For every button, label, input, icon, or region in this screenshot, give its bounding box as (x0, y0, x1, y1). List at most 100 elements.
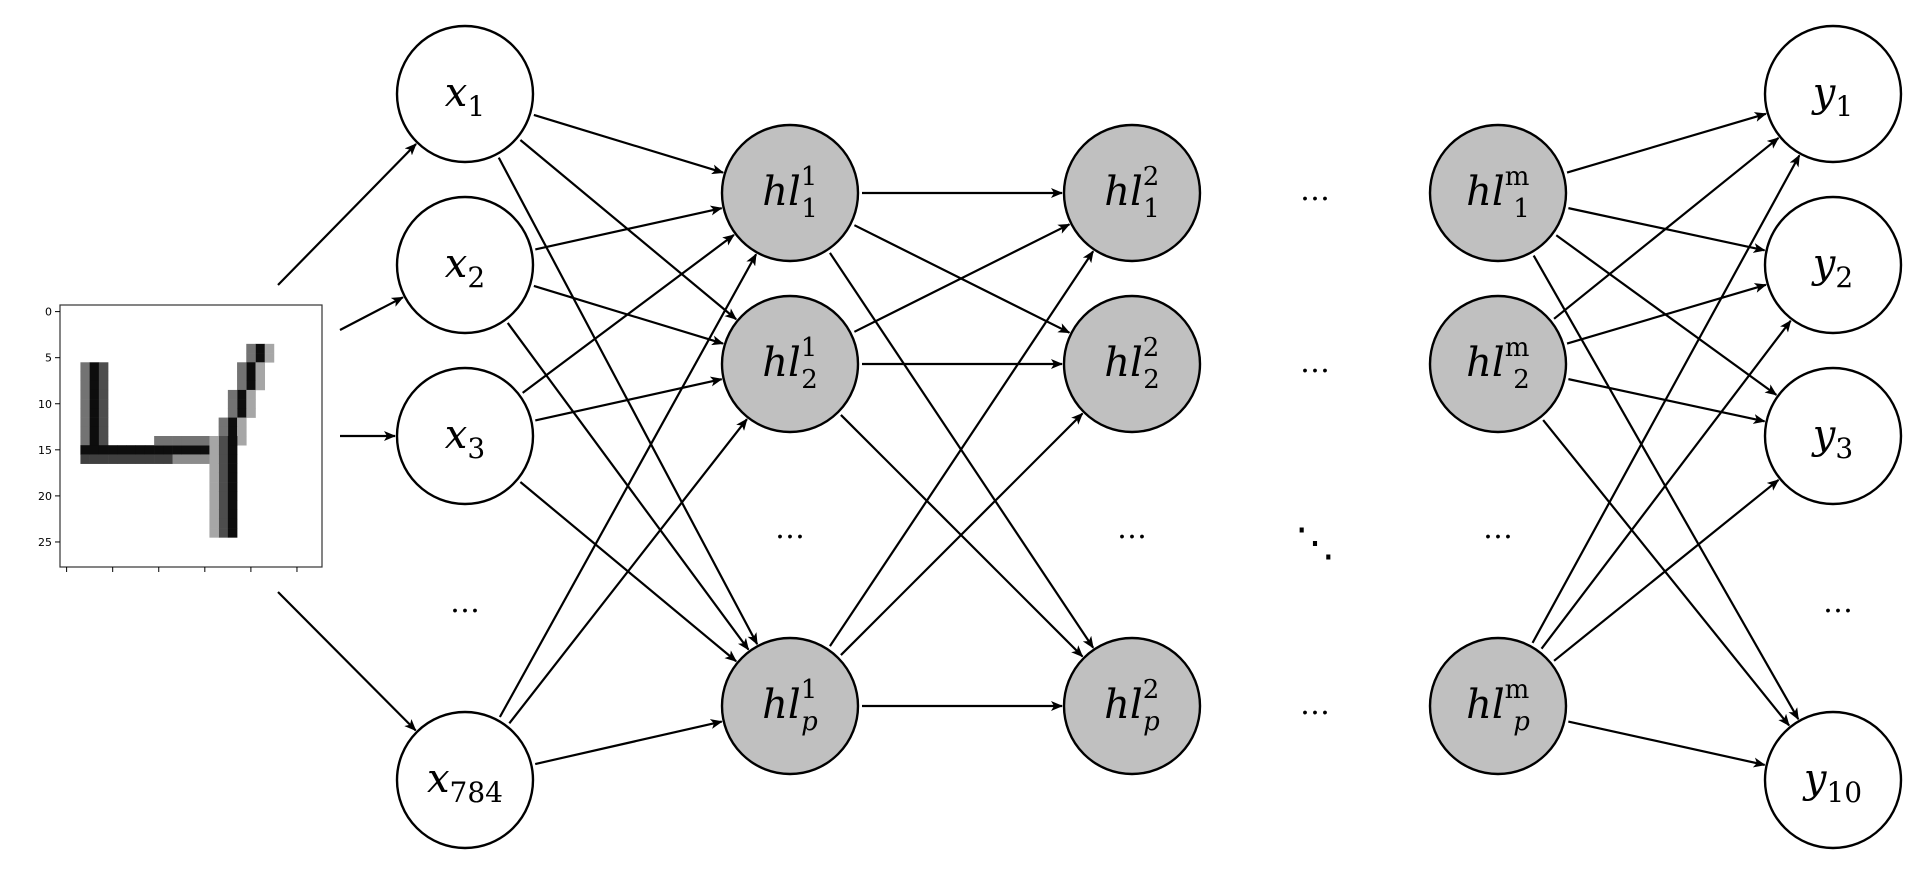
pixel (98, 371, 109, 382)
hiddenm-node-circle (1428, 123, 1568, 263)
pixel (154, 445, 164, 455)
pixel (227, 518, 238, 529)
hidden2-node-circle (1062, 123, 1202, 263)
pixel (89, 362, 100, 372)
layer-ellipsis-row-p: … (1300, 687, 1330, 722)
pixel (89, 380, 100, 391)
output-node-circle (1763, 24, 1903, 164)
pixel (98, 417, 109, 428)
edge-input-node-4-to-hidden1-node-2 (508, 418, 748, 724)
output-node-3: y3 (1763, 366, 1903, 506)
pixel (172, 445, 183, 455)
edge-hiddenm-node-3-to-output-node-3 (1553, 479, 1780, 662)
pixel (209, 491, 219, 501)
y-tick-label: 10 (38, 398, 52, 411)
edge-hiddenm-node-1-to-output-node-4 (1532, 254, 1800, 721)
pixel (98, 380, 109, 391)
edge-input-node-3-to-hidden1-node-2 (535, 376, 723, 422)
pixel (154, 436, 164, 446)
ellipsis-markers: … … … … … … … … ⋱ (450, 173, 1853, 722)
hidden1-node-circle (720, 636, 860, 776)
output-node-2: y2 (1763, 195, 1903, 335)
pixel (218, 426, 229, 437)
edge-hiddenm-node-1-to-output-node-1 (1566, 112, 1767, 174)
output-node-circle (1763, 195, 1903, 335)
hiddenm-ellipsis: … (1483, 511, 1513, 546)
pixel (154, 454, 164, 464)
hiddenm-node-circle (1428, 294, 1568, 434)
input-node-1: x1 (395, 24, 535, 164)
pixel (98, 399, 109, 409)
pixel (89, 408, 100, 418)
pixel (218, 500, 229, 511)
output-node-4: y10 (1763, 710, 1903, 850)
pixel (218, 509, 229, 520)
pixel (89, 399, 100, 409)
pixel (237, 380, 247, 391)
pixel (209, 518, 219, 529)
output-node-circle (1763, 710, 1903, 850)
pixel (227, 491, 238, 501)
edge-input-node-4-to-hidden1-node-1 (498, 253, 758, 718)
pixel (108, 445, 118, 455)
pixel (80, 436, 90, 446)
pixel (144, 454, 155, 464)
pixel (135, 445, 146, 455)
layer-ellipsis-row-1: … (1300, 173, 1330, 208)
pixel (255, 380, 266, 391)
pixel (227, 408, 238, 418)
edge-hiddenm-node-2-to-output-node-1 (1553, 137, 1780, 320)
edge-hiddenm-node-2-to-output-node-2 (1566, 283, 1767, 345)
edge-hiddenm-node-3-to-output-node-2 (1540, 319, 1792, 650)
edge-image-to-input-4 (277, 591, 417, 732)
pixel (200, 454, 210, 464)
input-node-3: x3 (395, 366, 535, 506)
pixel (227, 500, 238, 511)
pixel (89, 426, 100, 437)
pixel (144, 445, 155, 455)
pixel (218, 445, 229, 455)
pixel (255, 362, 266, 372)
pixel (209, 509, 219, 520)
output-node-1: y1 (1763, 24, 1903, 164)
pixel (80, 454, 90, 464)
pixel (80, 426, 90, 437)
pixel (98, 408, 109, 418)
y-tick-label: 20 (38, 490, 52, 503)
pixel (209, 445, 219, 455)
pixel (218, 518, 229, 529)
pixel (80, 371, 90, 382)
layer-ellipsis-row-2: … (1300, 345, 1330, 380)
pixel (237, 408, 247, 418)
pixel (246, 389, 256, 400)
pixel (117, 445, 127, 455)
edge-hiddenm-node-3-to-output-node-1 (1531, 154, 1801, 644)
pixel (126, 454, 137, 464)
output-node-label: y1 (1811, 70, 1853, 123)
pixel (237, 417, 247, 428)
input-node-label: x784 (427, 756, 503, 809)
pixel (209, 500, 219, 511)
pixel (209, 482, 219, 492)
pixel (227, 389, 238, 400)
edge-image-to-input-2 (339, 296, 404, 331)
pixel (237, 399, 247, 409)
pixel (172, 454, 183, 464)
pixel (80, 389, 90, 400)
pixel (98, 436, 109, 446)
pixel (255, 371, 266, 382)
pixel (89, 371, 100, 382)
pixel (89, 436, 100, 446)
edge-hiddenm-node-3-to-output-node-4 (1568, 720, 1766, 768)
pixel (181, 445, 192, 455)
hidden1-ellipsis: … (775, 511, 805, 546)
